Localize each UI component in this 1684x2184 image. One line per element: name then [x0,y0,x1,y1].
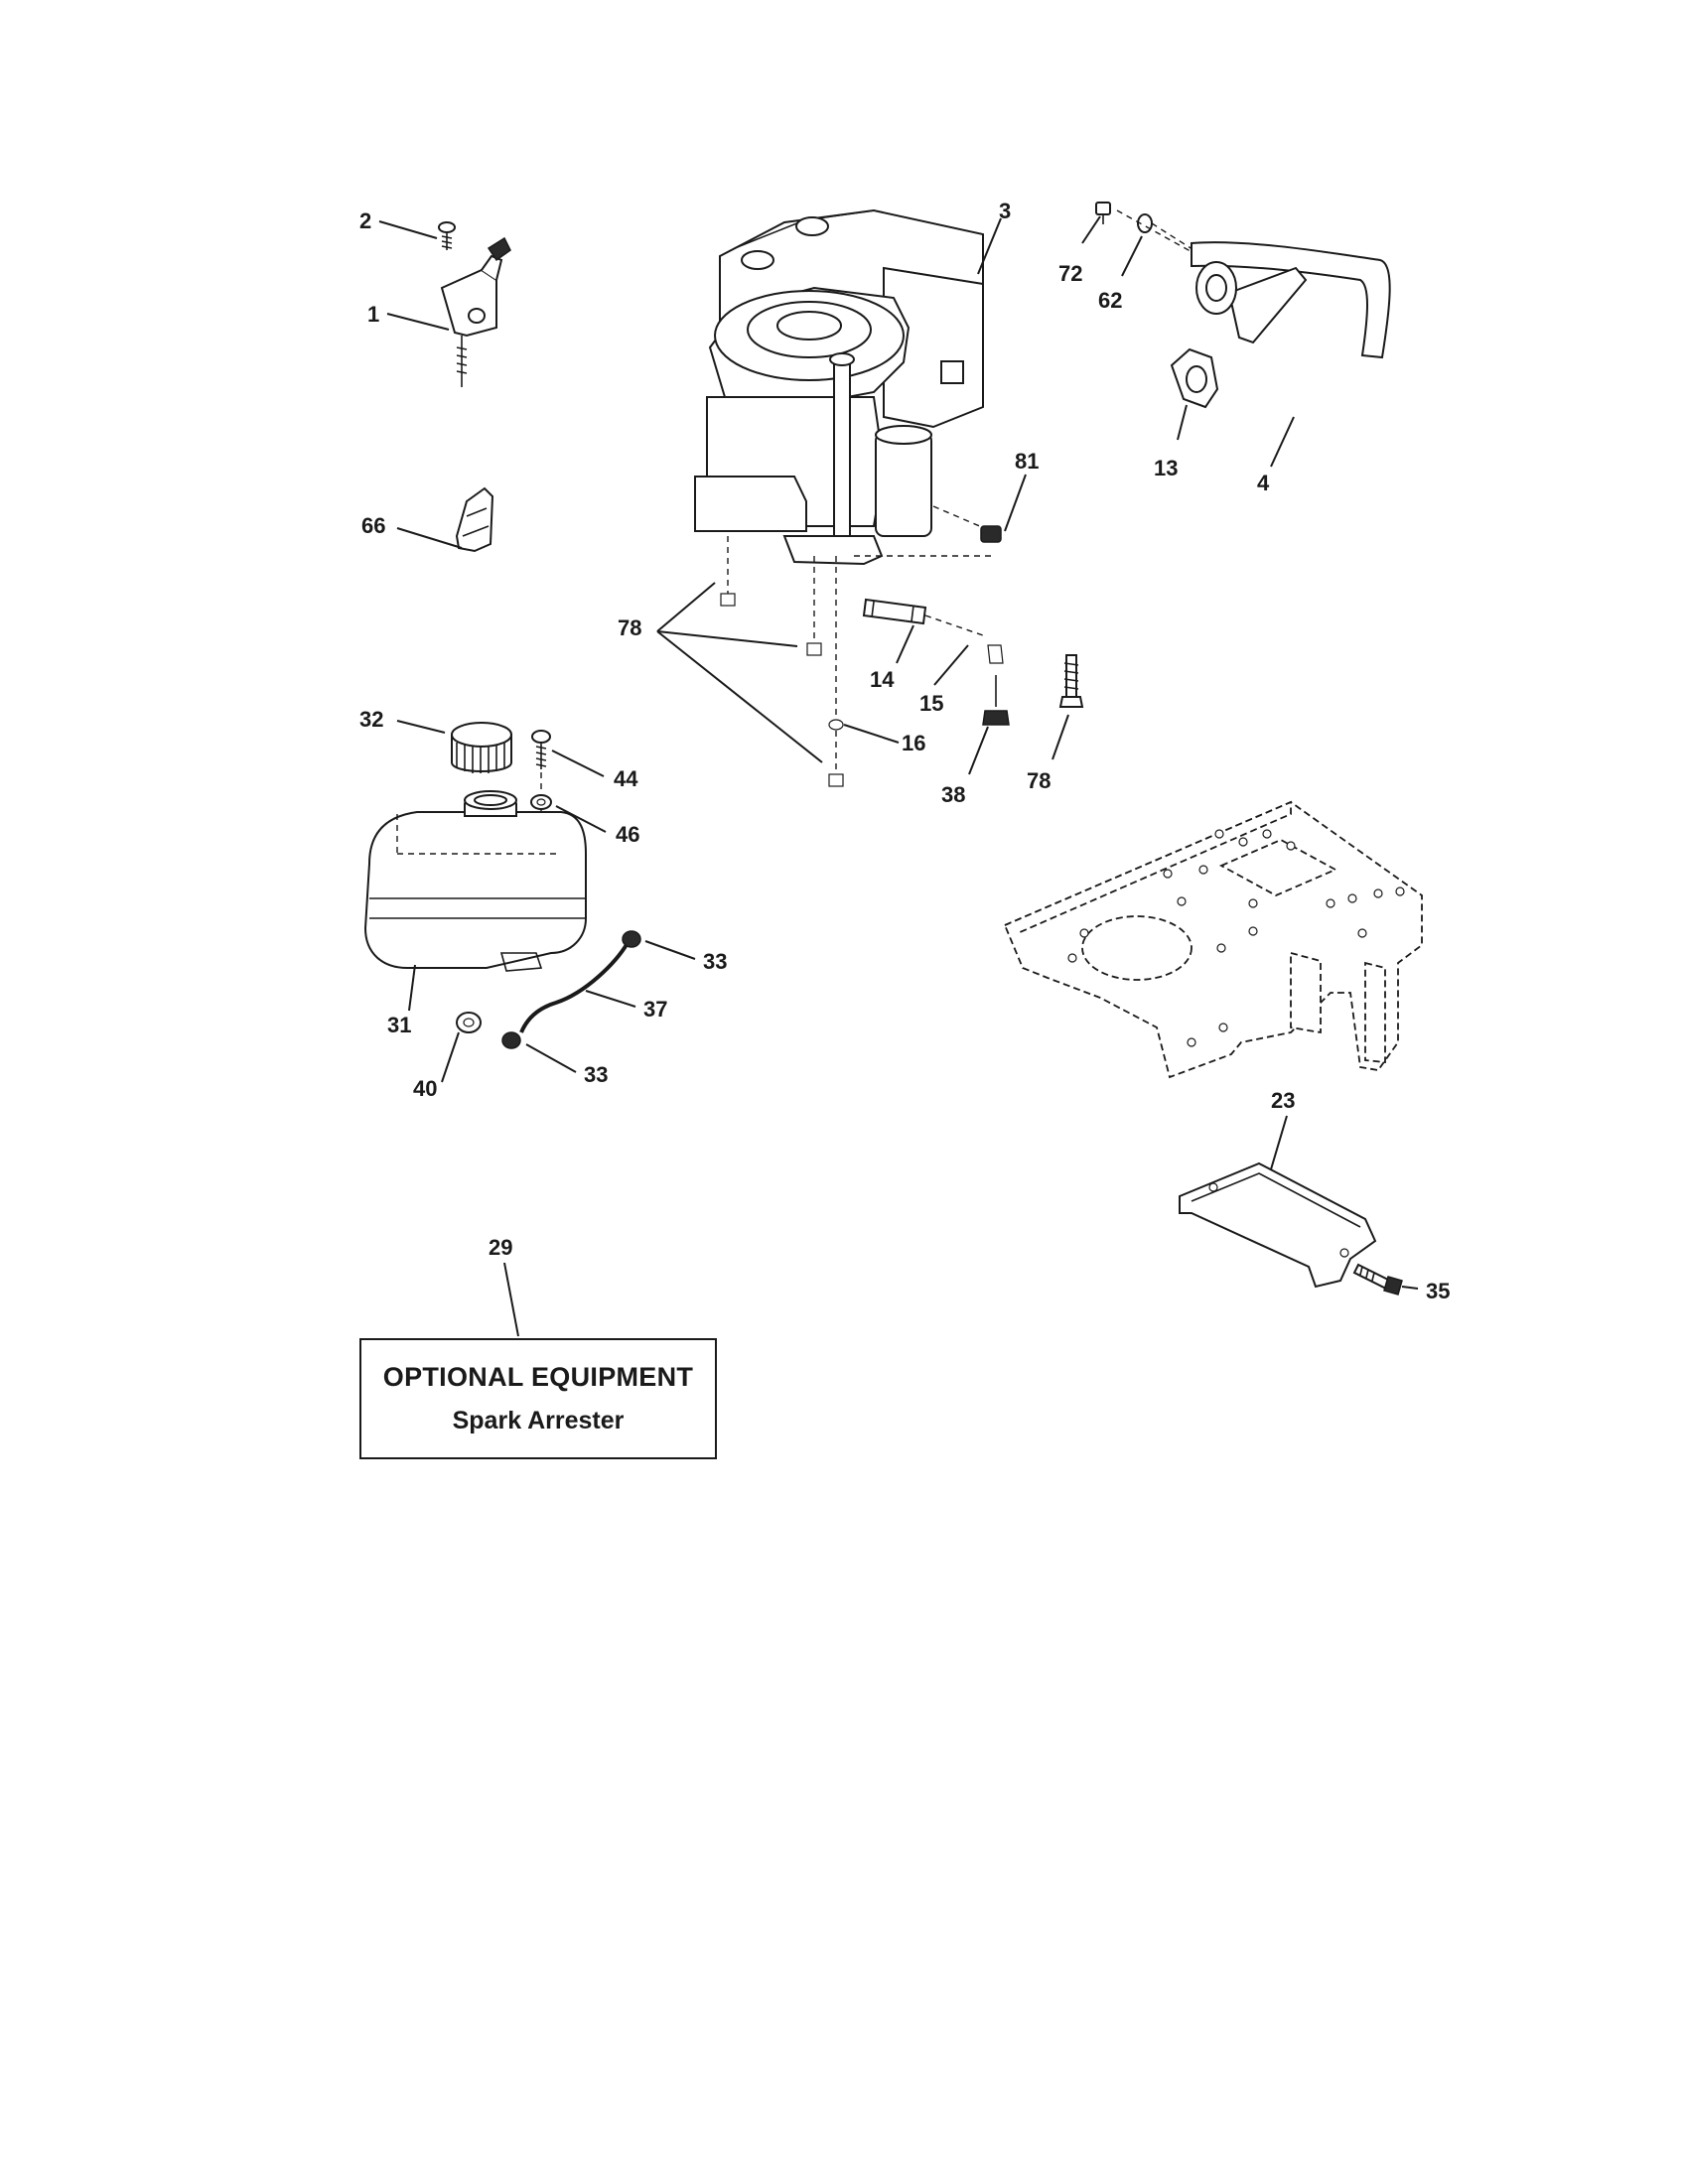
throttle-control-part-1 [440,236,511,387]
callout-33-bottom: 33 [584,1062,608,1087]
leader-lines [378,215,1419,1337]
callout-29: 29 [489,1235,512,1260]
callout-81: 81 [1015,449,1039,474]
callout-78-left: 78 [618,615,641,640]
callout-35: 35 [1426,1279,1450,1303]
callout-23: 23 [1271,1088,1295,1113]
optional-equipment-box: OPTIONAL EQUIPMENT Spark Arrester [359,1338,717,1459]
callout-78-right: 78 [1027,768,1051,793]
fuel-tank-part-31 [363,790,587,972]
callout-72: 72 [1058,261,1082,286]
clamp-part-33-bottom [501,1031,521,1049]
callout-33-top: 33 [703,949,727,974]
callout-40: 40 [413,1076,437,1101]
bushing-part-40 [456,1012,482,1033]
callout-14: 14 [870,667,895,692]
bracket-part-23 [1179,1161,1377,1289]
engine-mount-dashes [720,505,1004,787]
screw-part-35 [1352,1263,1403,1296]
chassis-holes [1067,829,1405,1047]
gasket-part-13 [1170,347,1219,409]
callout-2: 2 [359,208,371,233]
callout-66: 66 [361,513,385,538]
callout-44: 44 [614,766,638,791]
callout-4: 4 [1257,471,1270,495]
spark-arrester-label: Spark Arrester [452,1407,625,1434]
callout-31: 31 [387,1013,411,1037]
fitting-part-81 [980,525,1002,543]
callout-3: 3 [999,199,1011,223]
callout-labels: 2 1 3 72 62 13 4 81 66 78 14 15 16 38 78… [359,199,1450,1303]
callout-46: 46 [616,822,639,847]
callout-1: 1 [367,302,379,327]
optional-equipment-title: OPTIONAL EQUIPMENT [382,1362,694,1392]
fuel-line-part-37 [519,941,630,1033]
engine-part-3 [694,208,984,566]
callout-32: 32 [359,707,383,732]
screw-part-2 [438,221,456,250]
clamp-part-33-top [622,930,641,948]
cap-part-15 [924,614,1004,664]
callout-62: 62 [1098,288,1122,313]
callout-38: 38 [941,782,965,807]
callout-13: 13 [1154,456,1178,480]
bolt-part-78 [1058,654,1084,708]
nut-part-38 [982,675,1010,726]
bolt-part-72 [1095,202,1111,224]
callout-16: 16 [902,731,925,755]
screw-part-44 [531,730,551,769]
cable-clip-part-66 [455,486,494,553]
washer-part-46 [530,794,552,810]
callout-37: 37 [643,997,667,1022]
chassis-frame [1003,800,1423,1079]
callout-15: 15 [919,691,943,716]
nipple-part-14 [862,598,927,625]
fuel-cap-part-32 [451,722,512,773]
exhaust-pipe-part-4 [1191,241,1391,359]
